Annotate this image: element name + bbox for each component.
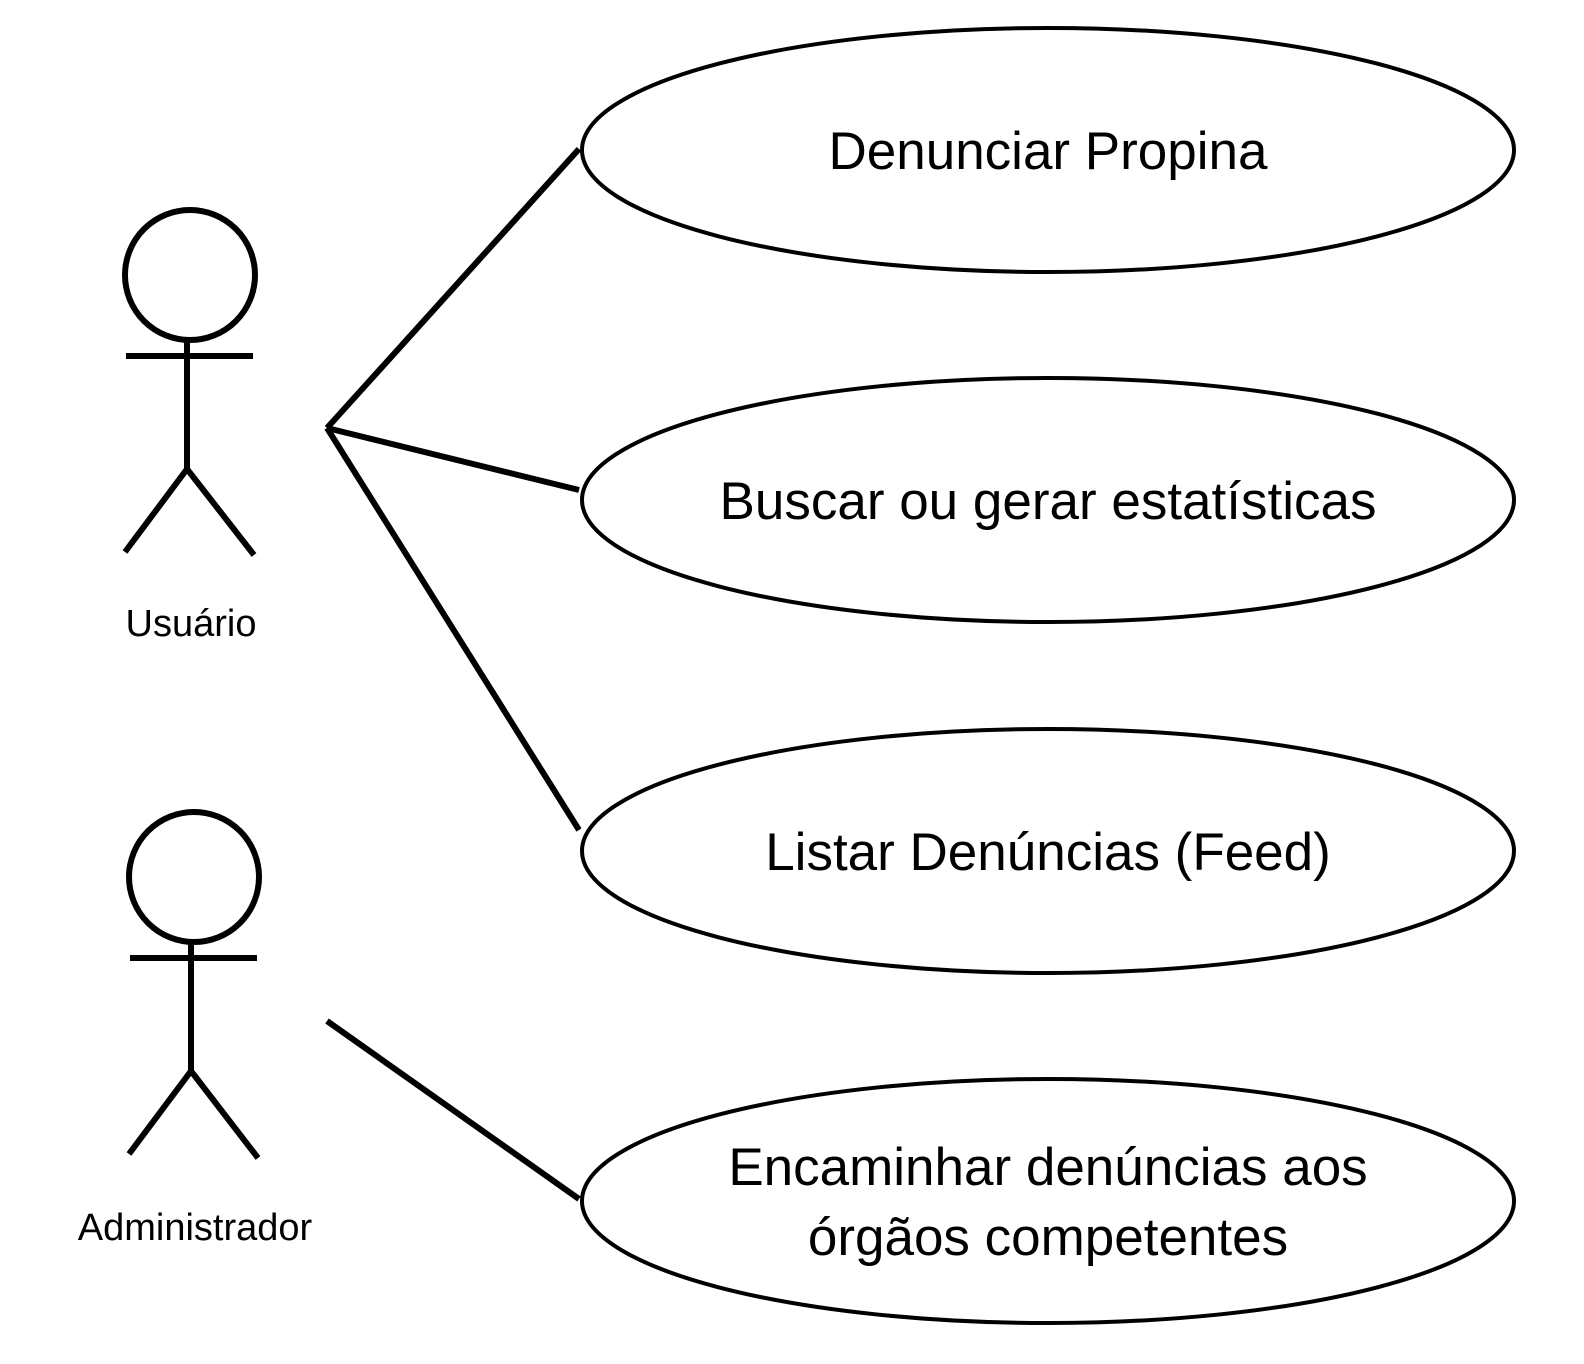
use-case-ellipse	[580, 727, 1516, 975]
actor-administrador-left-leg	[126, 1069, 194, 1156]
actor-usuario-head	[122, 207, 258, 343]
actor-administrador-right-leg	[188, 1069, 261, 1160]
use-case-buscar-estatisticas: Buscar ou gerar estatísticas	[580, 376, 1516, 624]
use-case-ellipse	[580, 376, 1516, 624]
use-case-label: Denunciar Propina	[829, 122, 1269, 181]
associations	[324, 146, 582, 1202]
use-case-encaminhar-denuncias: Encaminhar denúncias aos órgãos competen…	[580, 1077, 1516, 1325]
use-case-label-line-1: Encaminhar denúncias aos	[728, 1138, 1367, 1197]
actor-usuario-label: Usuário	[126, 603, 257, 645]
association-usuario-listar	[324, 426, 582, 832]
use-case-ellipse	[580, 1077, 1516, 1325]
use-case-listar-denuncias: Listar Denúncias (Feed)	[580, 727, 1516, 975]
use-case-label: Listar Denúncias (Feed)	[765, 823, 1331, 882]
actor-administrador-head	[126, 809, 262, 945]
actor-administrador-label: Administrador	[78, 1207, 313, 1249]
use-case-ellipse	[580, 26, 1516, 274]
association-usuario-buscar	[326, 425, 580, 493]
association-usuario-denunciar	[324, 146, 582, 431]
use-case-label-line-2: órgãos competentes	[808, 1208, 1288, 1267]
actor-usuario-left-leg	[122, 467, 190, 554]
actor-administrador: Administrador	[78, 809, 313, 1249]
use-case-label: Buscar ou gerar estatísticas	[720, 472, 1377, 531]
actor-usuario-right-leg	[184, 467, 257, 557]
actor-usuario: Usuário	[122, 207, 258, 645]
use-case-denunciar-propina: Denunciar Propina	[580, 26, 1516, 274]
association-administrador-encaminhar	[325, 1018, 581, 1202]
